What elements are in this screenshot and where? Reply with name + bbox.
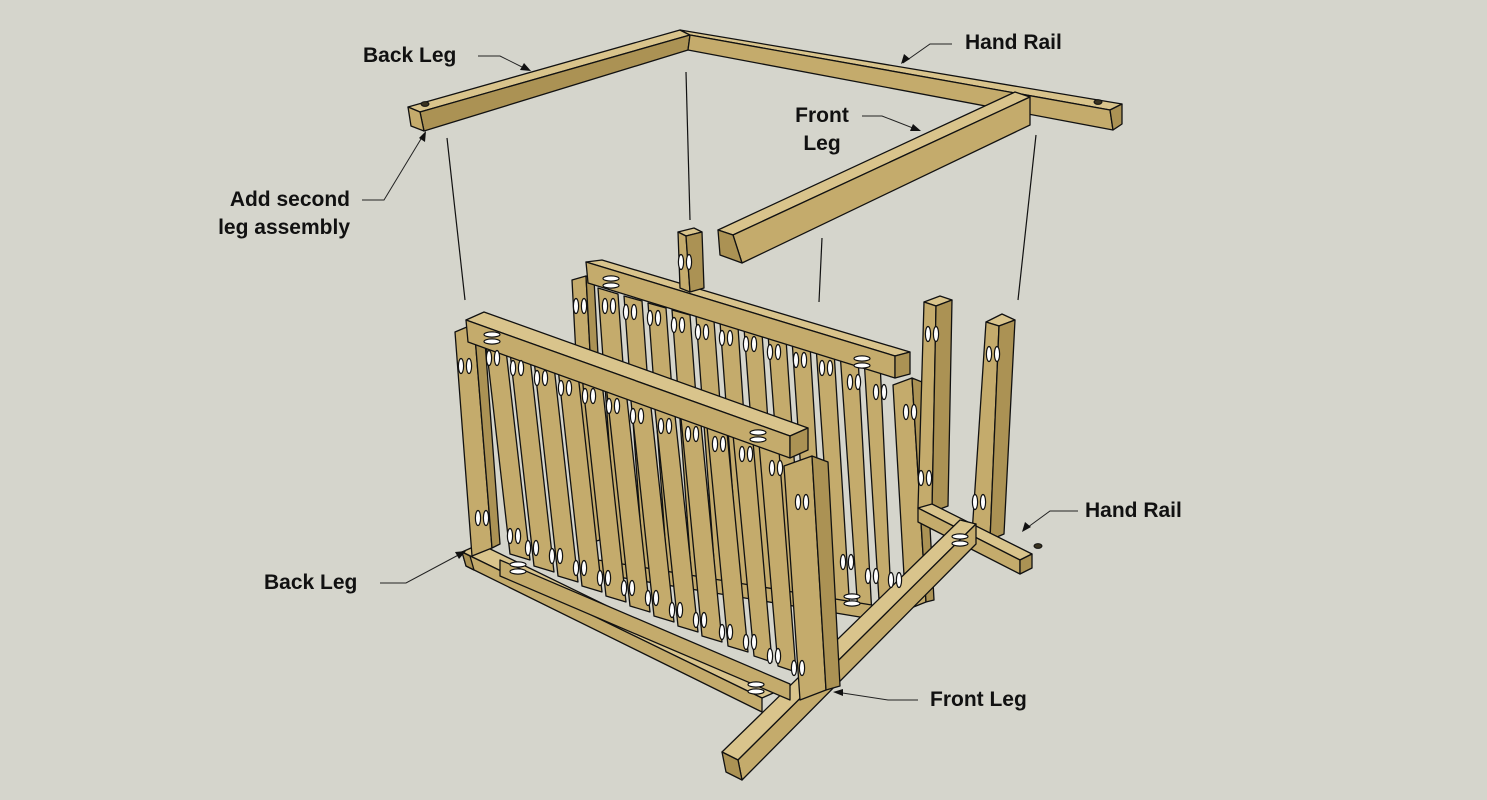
callout-leaders: [362, 43, 1078, 701]
label-add-second-leg-assembly: Add second leg assembly: [218, 188, 350, 239]
label-back-leg-top: Back Leg: [363, 44, 457, 67]
label-front-leg-top: Front Leg: [795, 104, 849, 155]
callout-arrowheads: [419, 54, 1031, 696]
right-upright-back: [917, 295, 953, 513]
top-back-leg: [407, 29, 691, 132]
label-front-leg-bottom: Front Leg: [930, 688, 1027, 711]
right-upright-front: [971, 313, 1016, 541]
front-slats: [485, 343, 797, 673]
front-leg-assembly: [454, 311, 841, 701]
bottom-front-leg: [721, 519, 977, 781]
label-back-leg-bottom: Back Leg: [264, 571, 358, 594]
label-hand-rail-top: Hand Rail: [965, 31, 1062, 54]
explode-lines: [446, 71, 1037, 303]
top-front-leg: [717, 91, 1031, 264]
label-hand-rail-bottom: Hand Rail: [1085, 499, 1182, 522]
